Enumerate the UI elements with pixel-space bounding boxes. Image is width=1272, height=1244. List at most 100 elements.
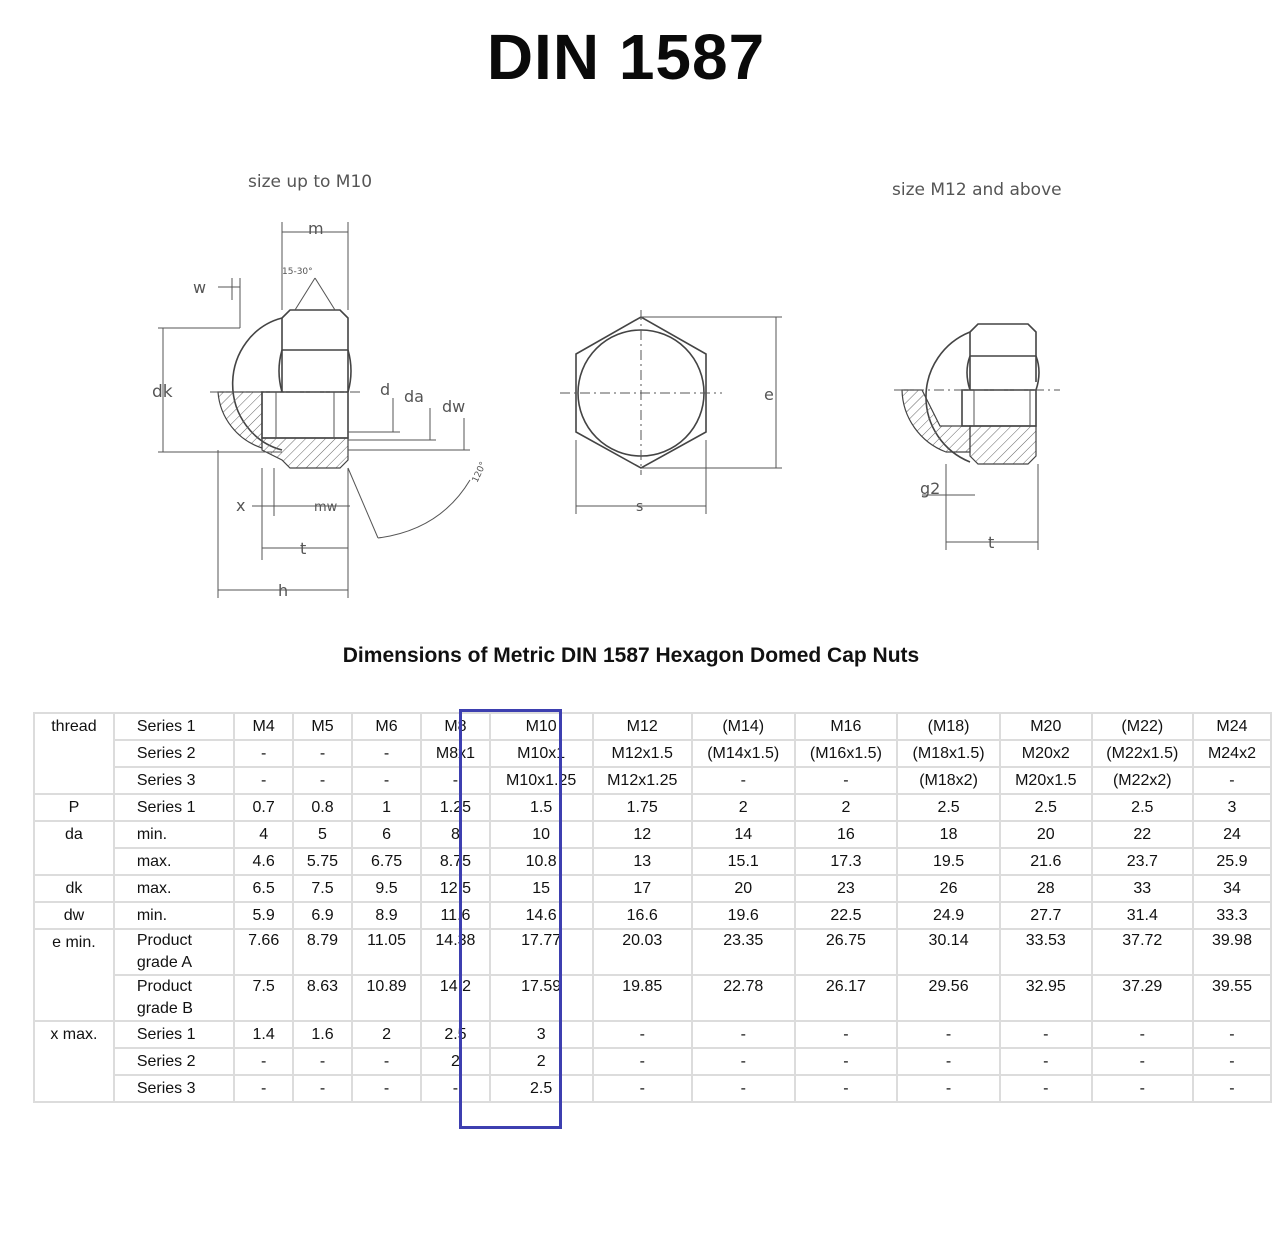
dim-s-label: s bbox=[636, 499, 643, 515]
table-cell: - bbox=[292, 1047, 353, 1076]
dim-e-label: e bbox=[764, 385, 774, 404]
dim-h-label: h bbox=[278, 581, 288, 600]
table-cell: 3 bbox=[1191, 793, 1272, 822]
table-cell: 1.5 bbox=[488, 793, 594, 822]
table-cell: - bbox=[233, 766, 295, 795]
table-cell: 12.5 bbox=[420, 874, 491, 903]
table-cell: 1.6 bbox=[292, 1020, 353, 1049]
table-cell: - bbox=[1090, 1047, 1194, 1076]
table-cell: M20x2 bbox=[998, 739, 1093, 768]
table-cell: - bbox=[1191, 1020, 1272, 1049]
table-cell: 6.75 bbox=[350, 847, 423, 876]
table-cell: - bbox=[690, 1047, 796, 1076]
table-cell: (M22x2) bbox=[1090, 766, 1194, 795]
series-cell: Series 3 bbox=[112, 766, 236, 795]
table-cell: 24 bbox=[1191, 820, 1272, 849]
table-cell: M20 bbox=[998, 712, 1093, 741]
table-cell: 11.6 bbox=[420, 901, 491, 930]
series-cell: min. bbox=[112, 901, 236, 930]
series-cell: Series 1 bbox=[112, 712, 236, 741]
row-header: thread bbox=[33, 712, 115, 795]
table-cell: 2.5 bbox=[488, 1074, 594, 1103]
table-cell: 4 bbox=[233, 820, 295, 849]
table-cell: 37.72 bbox=[1090, 928, 1194, 976]
table-cell: M16 bbox=[793, 712, 899, 741]
table-cell: M10 bbox=[488, 712, 594, 741]
table-cell: - bbox=[350, 1047, 423, 1076]
table-cell: 13 bbox=[591, 847, 693, 876]
angle-label-top: 15-30° bbox=[282, 267, 313, 277]
table-cell: 25.9 bbox=[1191, 847, 1272, 876]
table-cell: - bbox=[690, 1074, 796, 1103]
table-cell: M12x1.25 bbox=[591, 766, 693, 795]
table-cell: - bbox=[896, 1047, 1001, 1076]
table-cell: 33.3 bbox=[1191, 901, 1272, 930]
top-view-hexagon: e s bbox=[560, 310, 782, 515]
table-cell: 0.8 bbox=[292, 793, 353, 822]
table-cell: 20 bbox=[998, 820, 1093, 849]
series-cell: Series 3 bbox=[112, 1074, 236, 1103]
table-cell: - bbox=[1191, 1047, 1272, 1076]
table-cell: - bbox=[591, 1020, 693, 1049]
table-cell: M20x1.5 bbox=[998, 766, 1093, 795]
series-cell: Series 2 bbox=[112, 739, 236, 768]
table-cell: - bbox=[896, 1020, 1001, 1049]
table-cell: 29.56 bbox=[896, 974, 1001, 1022]
table-cell: - bbox=[793, 1047, 899, 1076]
table-cell: 0.7 bbox=[233, 793, 295, 822]
table-cell: 2 bbox=[793, 793, 899, 822]
table-cell: 37.29 bbox=[1090, 974, 1194, 1022]
table-cell: - bbox=[292, 1074, 353, 1103]
row-header: P bbox=[33, 793, 115, 822]
table-cell: 2 bbox=[350, 1020, 423, 1049]
table-cell: - bbox=[591, 1047, 693, 1076]
table-cell: - bbox=[998, 1047, 1093, 1076]
table-cell: 1.4 bbox=[233, 1020, 295, 1049]
dim-da-label: da bbox=[404, 387, 424, 406]
series-line-2: grade A bbox=[136, 954, 192, 971]
table-cell: 22.5 bbox=[793, 901, 899, 930]
table-cell: 8 bbox=[420, 820, 491, 849]
table-cell: 7.5 bbox=[292, 874, 353, 903]
table-cell: (M22) bbox=[1090, 712, 1194, 741]
table-cell: - bbox=[793, 766, 899, 795]
table-cell: - bbox=[793, 1074, 899, 1103]
table-cell: - bbox=[350, 739, 423, 768]
dim-d-label: d bbox=[380, 380, 390, 399]
table-cell: 8.79 bbox=[292, 928, 353, 976]
table-cell: 5.75 bbox=[292, 847, 353, 876]
dim-dk-label: dk bbox=[152, 382, 173, 402]
dome-section bbox=[217, 391, 263, 449]
table-cell: - bbox=[793, 1020, 899, 1049]
series-line-2: grade B bbox=[136, 1000, 193, 1017]
right-caption: size M12 and above bbox=[892, 180, 1062, 200]
dim-dw-label: dw bbox=[442, 397, 465, 416]
table-cell: 2.5 bbox=[1090, 793, 1194, 822]
table-cell: - bbox=[350, 1074, 423, 1103]
table-cell: - bbox=[1090, 1020, 1194, 1049]
side-view-small-nut: size up to M10 m 15-30° bbox=[152, 172, 489, 600]
table-cell: M8 bbox=[420, 712, 491, 741]
table-cell: M10x1.25 bbox=[488, 766, 594, 795]
table-cell: 17.77 bbox=[488, 928, 594, 976]
table-cell: 3 bbox=[488, 1020, 594, 1049]
table-cell: (M14) bbox=[690, 712, 796, 741]
table-cell: M24x2 bbox=[1191, 739, 1272, 768]
table-cell: - bbox=[1090, 1074, 1194, 1103]
dim-t-label: t bbox=[300, 539, 306, 558]
table-cell: (M18x2) bbox=[896, 766, 1001, 795]
table-cell: - bbox=[292, 766, 353, 795]
table-cell: 31.4 bbox=[1090, 901, 1194, 930]
row-header: da bbox=[33, 820, 115, 876]
table-cell: 17.3 bbox=[793, 847, 899, 876]
table-cell: 2.5 bbox=[896, 793, 1001, 822]
